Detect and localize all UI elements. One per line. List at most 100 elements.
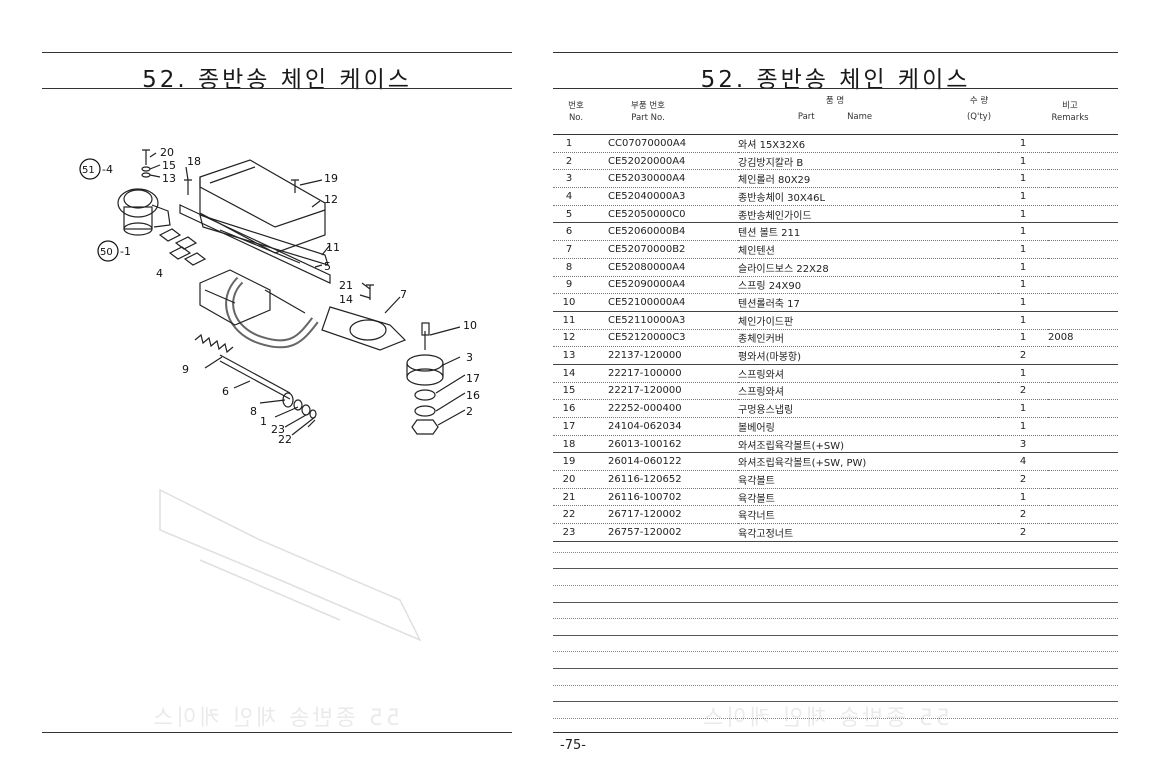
circled-51-suffix: -4 [102, 163, 113, 176]
part-no-cell: 17 [553, 417, 585, 436]
part-no-cell: 8 [553, 258, 585, 277]
part-number-cell: CE52120000C3 [585, 329, 738, 348]
part-number-cell: 26757-120002 [585, 523, 738, 542]
remarks-cell [1048, 169, 1118, 189]
empty-table-line [553, 701, 1118, 703]
part-name-cell: 와셔 15X32X6 [738, 135, 998, 153]
part-no-cell: 1 [553, 135, 585, 153]
quantity-cell: 1 [998, 329, 1048, 348]
part-name-cell: 스프링 24X90 [738, 276, 998, 295]
top-rule [553, 52, 1118, 53]
part-number-cell: 26717-120002 [585, 505, 738, 525]
part-number-cell: CE52080000A4 [585, 258, 738, 277]
quantity-cell: 1 [998, 293, 1048, 312]
part-no-cell: 12 [553, 329, 585, 348]
part-number-cell: CE52040000A3 [585, 187, 738, 206]
part-name-cell: 스프링와셔 [738, 364, 998, 383]
part-number-cell: CE52070000B2 [585, 240, 738, 259]
empty-table-line [553, 668, 1118, 669]
remarks-cell [1048, 152, 1118, 171]
part-no-cell: 19 [553, 452, 585, 472]
callout-9: 9 [182, 363, 189, 376]
remarks-cell [1048, 187, 1118, 206]
header-part-name: 품 명 Part Name [797, 96, 873, 122]
remarks-cell [1048, 276, 1118, 295]
part-no-cell: 6 [553, 222, 585, 242]
callout-4: 4 [156, 267, 163, 280]
remarks-cell [1048, 470, 1118, 489]
part-name-cell: 와셔조립육각볼트(+SW) [738, 435, 998, 454]
callout-15: 15 [162, 159, 176, 172]
quantity-cell: 2 [998, 505, 1048, 525]
remarks-cell [1048, 488, 1118, 507]
part-name-cell: 종반송체이 30X46L [738, 187, 998, 206]
callout-10: 10 [463, 319, 477, 332]
top-rule [42, 52, 512, 53]
quantity-cell: 2 [998, 382, 1048, 401]
part-no-cell: 9 [553, 276, 585, 295]
part-number-cell: 22217-120000 [585, 382, 738, 401]
title-rule [553, 88, 1118, 89]
part-name-cell: 스프링와셔 [738, 382, 998, 401]
remarks-cell [1048, 346, 1118, 365]
remarks-cell [1048, 399, 1118, 418]
callout-22: 22 [278, 433, 292, 446]
callout-16: 16 [466, 389, 480, 402]
part-name-cell: 종체인커버 [738, 329, 998, 348]
part-no-cell: 22 [553, 505, 585, 525]
header-qty: 수 량(Q'ty) [966, 96, 992, 122]
empty-table-line [553, 618, 1118, 620]
part-name-cell: 육각볼트 [738, 470, 998, 489]
remarks-cell [1048, 505, 1118, 525]
part-name-cell: 텐션 볼트 211 [738, 222, 998, 242]
page-number: -75- [560, 738, 586, 753]
callout-12: 12 [324, 193, 338, 206]
part-name-cell: 종반송체인가이드 [738, 205, 998, 224]
part-number-cell: 22137-120000 [585, 346, 738, 365]
part-no-cell: 10 [553, 293, 585, 312]
part-name-cell: 체인가이드판 [738, 311, 998, 330]
part-name-cell: 슬라이드보스 22X28 [738, 258, 998, 277]
empty-table-line [553, 651, 1118, 653]
part-no-cell: 14 [553, 364, 585, 383]
remarks-cell [1048, 205, 1118, 224]
part-no-cell: 23 [553, 523, 585, 542]
quantity-cell: 2 [998, 470, 1048, 489]
bottom-rule [42, 732, 512, 733]
empty-table-line [553, 585, 1118, 586]
remarks-cell [1048, 311, 1118, 330]
part-number-cell: 26116-120652 [585, 470, 738, 489]
part-number-cell: CE52110000A3 [585, 311, 738, 330]
part-name-cell: 텐션롤러축 17 [738, 293, 998, 312]
part-number-cell: CC07070000A4 [585, 135, 738, 153]
part-no-cell: 13 [553, 346, 585, 365]
remarks-cell [1048, 135, 1118, 153]
part-no-cell: 21 [553, 488, 585, 507]
circled-50: 50 [100, 247, 113, 258]
part-no-cell: 7 [553, 240, 585, 259]
circled-51: 51 [82, 165, 95, 176]
quantity-cell: 1 [998, 258, 1048, 277]
quantity-cell: 1 [998, 399, 1048, 418]
remarks-cell [1048, 435, 1118, 454]
part-no-cell: 4 [553, 187, 585, 206]
quantity-cell: 1 [998, 276, 1048, 295]
callout-18: 18 [187, 155, 201, 168]
remarks-cell [1048, 293, 1118, 312]
quantity-cell: 2 [998, 523, 1048, 542]
